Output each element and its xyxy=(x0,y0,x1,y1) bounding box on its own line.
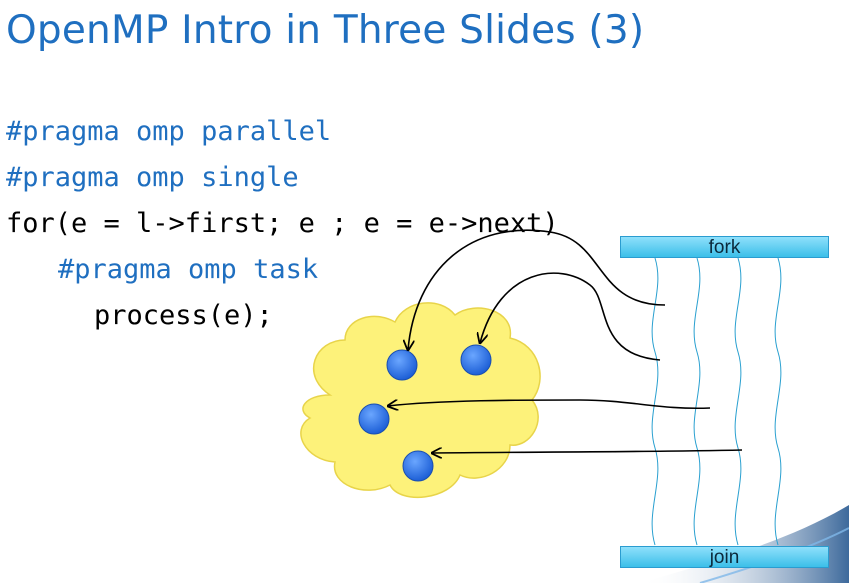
decorative-swoosh xyxy=(640,505,849,583)
code-line-pragma-task: #pragma omp task xyxy=(58,254,319,285)
slide-title: OpenMP Intro in Three Slides (3) xyxy=(6,8,645,53)
code-line-pragma-parallel: #pragma omp parallel xyxy=(6,116,332,147)
thread-lines xyxy=(651,257,782,546)
task-dot-2 xyxy=(460,344,492,376)
join-bar: join xyxy=(620,546,829,568)
code-line-pragma-single: #pragma omp single xyxy=(6,162,299,193)
task-dot-4 xyxy=(402,450,434,482)
fork-bar: fork xyxy=(620,236,829,258)
code-line-process: process(e); xyxy=(94,300,273,331)
task-dot-1 xyxy=(386,349,418,381)
task-dot-3 xyxy=(358,403,390,435)
code-line-for-loop: for(e = l->first; e ; e = e->next) xyxy=(6,208,559,239)
task-arrows xyxy=(388,229,743,453)
